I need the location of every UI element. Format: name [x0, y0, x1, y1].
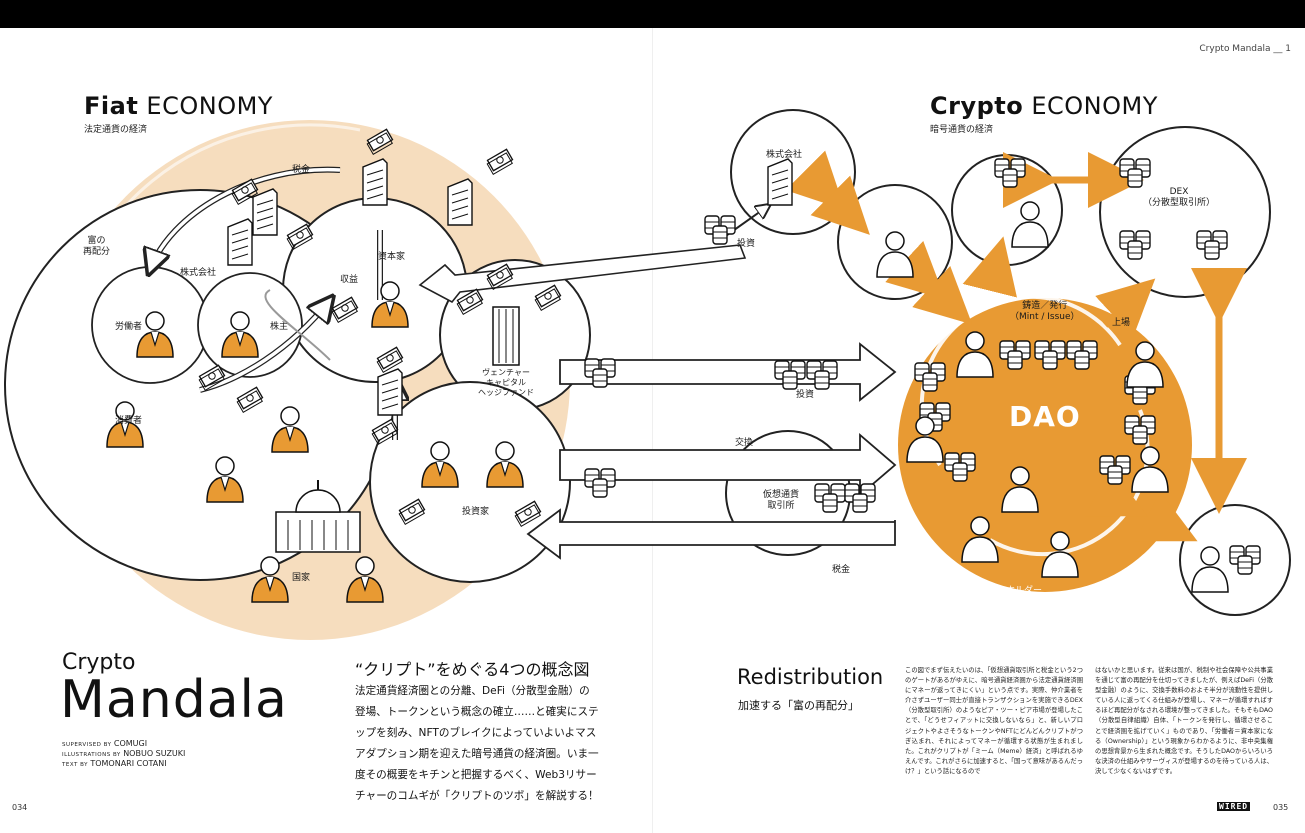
crypto-title-bold: Crypto: [930, 92, 1024, 120]
label-exchange: 交換: [735, 438, 754, 448]
label-vc: ヴェンチャー キャピタル ヘッジファンド: [478, 368, 534, 397]
label-mint: 鋳造／発行 （Mint / Issue）: [1010, 301, 1080, 323]
label-nation: 国家: [292, 573, 311, 583]
label-tax-bottom: 税金: [832, 565, 851, 575]
running-head: Crypto Mandala __ 1: [1199, 44, 1291, 54]
fiat-title-rest: ECONOMY: [138, 92, 273, 120]
label-token-holder: トークンホルダー: [970, 586, 1043, 596]
company-right-circle: [730, 109, 856, 235]
section-title: Redistribution: [737, 665, 884, 689]
wired-logo: WIRED: [1217, 802, 1251, 811]
dao-label: DAO: [1009, 400, 1081, 433]
crypto-title-rest: ECONOMY: [1023, 92, 1158, 120]
crypto-economy-subtitle: 暗号通貨の経済: [930, 125, 994, 135]
credit-line: SUPERVISED BY COMUGI: [62, 739, 148, 748]
investor-circle: [369, 381, 571, 583]
crypto-economy-title: Crypto ECONOMY: [930, 92, 1158, 120]
label-redistribution: 富の 再配分: [83, 236, 111, 258]
folio-right: 035: [1273, 803, 1289, 812]
label-listing: 上場: [1112, 318, 1131, 328]
gutter: [652, 28, 653, 833]
label-revenue: 収益: [340, 275, 359, 285]
label-dex: DEX （分散型取引所）: [1143, 187, 1216, 209]
label-invest-mid: 投資: [796, 390, 815, 400]
fiat-economy-subtitle: 法定通貨の経済: [84, 125, 148, 135]
lead-body: 法定通貨経済圏との分離、DeFi（分散型金融）の登場、トークンという概念の確立……: [355, 685, 599, 802]
label-consumer: 消費者: [115, 416, 143, 426]
label-company-right: 株式会社: [766, 150, 803, 160]
lead-title: “クリプト”をめぐる4つの概念図: [355, 660, 590, 679]
label-investor: 投資家: [462, 507, 490, 517]
credits: SUPERVISED BY COMUGI ILLUSTRATIONS BY NO…: [62, 739, 185, 769]
section-subtitle: 加速する「富の再配分」: [738, 699, 859, 712]
label-tax-top: 税金: [292, 165, 311, 175]
folio-left: 034: [12, 803, 28, 812]
label-company-left: 株式会社: [180, 268, 217, 278]
top-black-band: [0, 0, 1305, 28]
fiat-title-bold: Fiat: [84, 92, 139, 120]
body-column-2: はないかと思います。従来は国が、税制や社会保障や公共事業を通じて富の再配分を仕切…: [1095, 667, 1273, 775]
credit-line: ILLUSTRATIONS BY NOBUO SUZUKI: [62, 749, 186, 758]
label-invest-top: 投資: [737, 239, 756, 249]
dex-circle: [1099, 126, 1271, 298]
credit-line: TEXT BY TOMONARI COTANI: [62, 759, 167, 768]
fiat-economy-title: Fiat ECONOMY: [84, 92, 273, 120]
invest-arrow: [559, 342, 897, 402]
label-cex: 仮想通貨 取引所: [763, 490, 800, 512]
title-crypto: Crypto: [62, 650, 136, 675]
label-shareholder: 株主: [270, 322, 289, 332]
body-column-1: この図でまず伝えたいのは、「仮想通貨取引所と税金という2つのゲートがあるがゆえに…: [905, 667, 1083, 775]
label-capitalist: 資本家: [378, 252, 406, 262]
label-worker: 労働者: [115, 322, 143, 332]
title-mandala: Mandala: [60, 670, 288, 730]
tax-arrow: [526, 508, 896, 560]
